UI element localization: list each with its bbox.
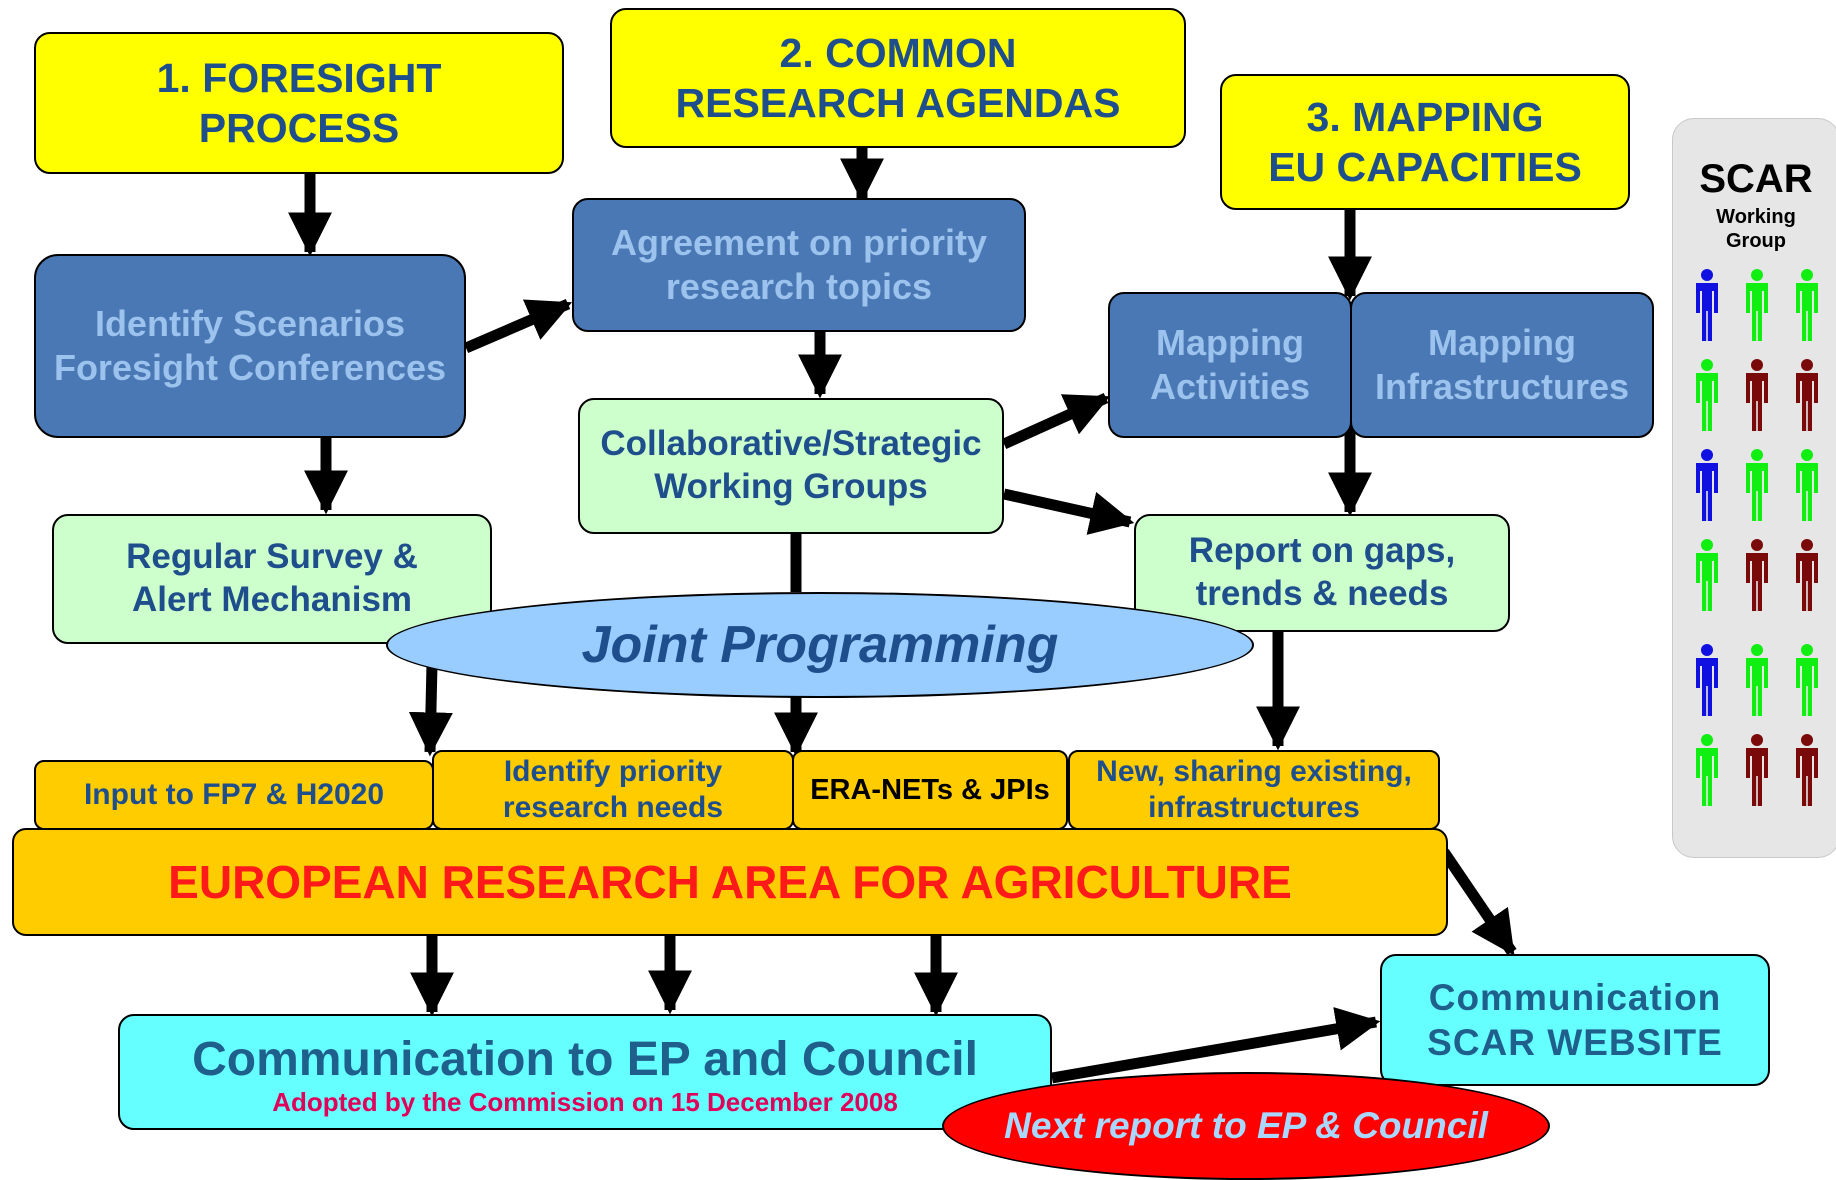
collaborative-groups-line1: Collaborative/Strategic (600, 424, 982, 464)
person-icon (1746, 539, 1768, 611)
person-icon (1746, 359, 1768, 431)
mapping-eu-capacities-box: 3. MAPPING EU CAPACITIES (1220, 74, 1630, 210)
person-icon (1696, 269, 1718, 341)
person-icon (1796, 734, 1818, 806)
era-nets-label: ERA-NETs & JPIs (810, 773, 1050, 806)
person-icon (1746, 449, 1768, 521)
mapping-infrastructures-line2: Infrastructures (1374, 366, 1630, 407)
agreement-priority-box: Agreement on priority research topics (572, 198, 1026, 332)
communication-ep-label: Communication to EP and Council (192, 1033, 978, 1086)
person-icon (1696, 734, 1718, 806)
mapping-activities-line1: Mapping (1156, 322, 1304, 364)
arrow-era-to-scar (1439, 848, 1517, 956)
report-gaps-line1: Report on gaps, (1188, 531, 1456, 570)
communication-ep-box: Communication to EP and Council Adopted … (118, 1014, 1052, 1130)
identify-priority-needs-line1: Identify priority (503, 755, 723, 788)
identify-scenarios-line1: Identify Scenarios (94, 303, 406, 345)
joint-programming-label: Joint Programming (581, 616, 1059, 674)
regular-survey-line2: Alert Mechanism (131, 579, 413, 619)
regular-survey-box: Regular Survey & Alert Mechanism (52, 514, 492, 644)
person-icon (1696, 359, 1718, 431)
mapping-eu-capacities-line1: 3. MAPPING (1306, 93, 1544, 140)
arrow-collab-to-report (1002, 488, 1135, 535)
common-research-agendas-line2: RESEARCH AGENDAS (675, 80, 1121, 126)
person-icon (1796, 269, 1818, 341)
agreement-priority-line1: Agreement on priority (610, 222, 988, 264)
foresight-process-line1: 1. FORESIGHT (156, 54, 442, 101)
arrow-collab-to-activities (1001, 392, 1111, 450)
identify-priority-needs-line2: research needs (502, 791, 724, 824)
era-nets-box: ERA-NETs & JPIs (792, 750, 1068, 830)
joint-programming-ellipse: Joint Programming (386, 592, 1254, 698)
mapping-infrastructures-box: Mapping Infrastructures (1350, 292, 1654, 438)
scar-subtitle-line2: Group (1726, 230, 1786, 252)
person-icon (1796, 449, 1818, 521)
scar-subtitle-line1: Working (1716, 206, 1796, 228)
report-gaps-box: Report on gaps, trends & needs (1134, 514, 1510, 632)
person-icon (1696, 539, 1718, 611)
identify-scenarios-box: Identify Scenarios Foresight Conferences (34, 254, 466, 438)
input-fp7-box: Input to FP7 & H2020 (34, 760, 434, 830)
arrow-scenarios-to-agreement (463, 298, 573, 354)
communication-scar-line2: SCAR WEBSITE (1427, 1022, 1723, 1063)
adopted-note: Adopted by the Commission on 15 December… (272, 1086, 898, 1117)
arrow-ellipse-to-input (408, 663, 453, 757)
common-research-agendas-box: 2. COMMON RESEARCH AGENDAS (610, 8, 1186, 148)
agreement-priority-line2: research topics (665, 266, 933, 307)
foresight-process-box: 1. FORESIGHT PROCESS (34, 32, 564, 174)
common-research-agendas-line1: 2. COMMON (779, 29, 1017, 76)
foresight-process-line2: PROCESS (198, 105, 400, 151)
mapping-eu-capacities-line2: EU CAPACITIES (1268, 144, 1582, 190)
input-fp7-label: Input to FP7 & H2020 (83, 778, 385, 811)
mapping-activities-line2: Activities (1149, 366, 1311, 407)
scar-title: SCAR (1699, 157, 1813, 201)
european-research-area-box: EUROPEAN RESEARCH AREA FOR AGRICULTURE (12, 828, 1448, 936)
new-sharing-box: New, sharing existing, infrastructures (1068, 750, 1440, 830)
identify-scenarios-line2: Foresight Conferences (53, 347, 447, 388)
communication-scar-box: Communication SCAR WEBSITE (1380, 954, 1770, 1086)
new-sharing-line1: New, sharing existing, (1096, 755, 1412, 788)
person-icon (1696, 644, 1718, 716)
next-report-ellipse: Next report to EP & Council (942, 1072, 1550, 1180)
regular-survey-line1: Regular Survey & (126, 537, 418, 576)
person-icon (1796, 644, 1818, 716)
scar-working-group-panel: SCAR Working Group (1672, 118, 1836, 858)
identify-priority-needs-box: Identify priority research needs (432, 750, 794, 830)
person-icon (1796, 539, 1818, 611)
next-report-label: Next report to EP & Council (1004, 1105, 1488, 1146)
mapping-activities-box: Mapping Activities (1108, 292, 1352, 438)
arrow-comm-to-scar (1051, 1007, 1381, 1084)
person-icon (1746, 734, 1768, 806)
person-icon (1746, 644, 1768, 716)
collaborative-groups-line2: Working Groups (654, 467, 928, 506)
new-sharing-line2: infrastructures (1148, 791, 1360, 824)
collaborative-groups-box: Collaborative/Strategic Working Groups (578, 398, 1004, 534)
person-icon (1696, 449, 1718, 521)
person-icon (1746, 269, 1768, 341)
people-grid (1696, 269, 1818, 806)
person-icon (1796, 359, 1818, 431)
european-research-area-label: EUROPEAN RESEARCH AREA FOR AGRICULTURE (168, 855, 1292, 908)
communication-scar-line1: Communication (1428, 976, 1722, 1018)
report-gaps-line2: trends & needs (1195, 573, 1449, 613)
mapping-infrastructures-line1: Mapping (1428, 322, 1576, 364)
